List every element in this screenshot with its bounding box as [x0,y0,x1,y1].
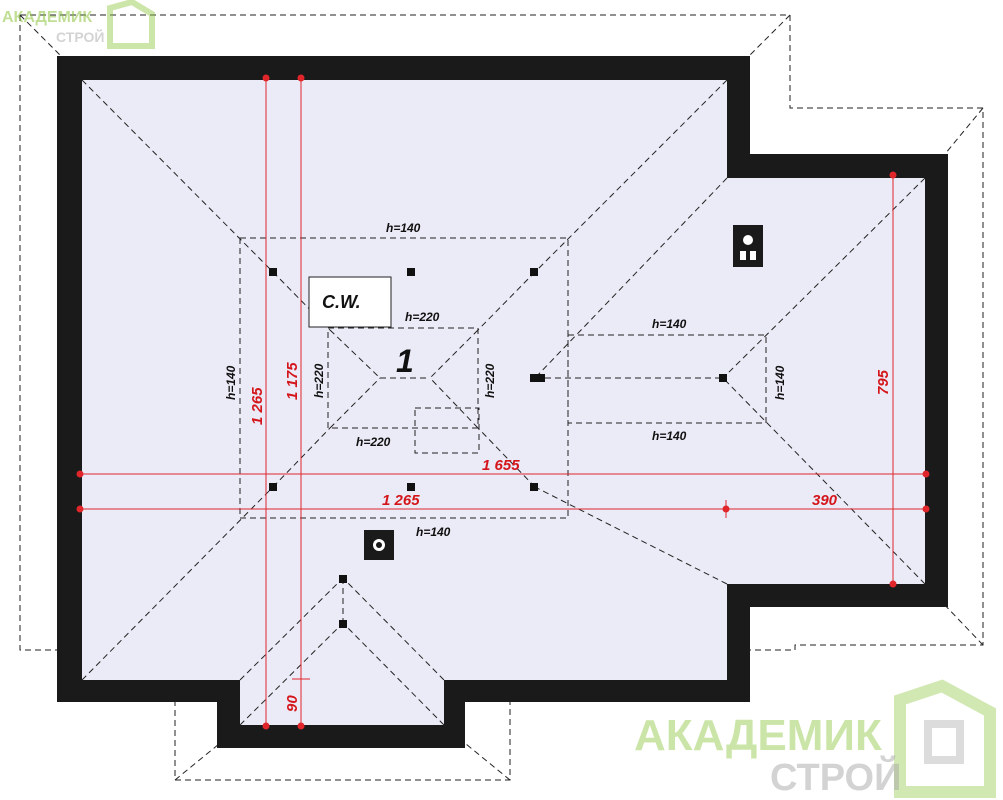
post [530,374,545,382]
rect-h140 [239,237,569,519]
height-left: h=140 [224,365,238,400]
post [339,620,347,628]
dim-total-width: 1 655 [482,457,520,474]
cw-label: C.W. [322,292,361,312]
post [530,268,538,276]
dim-porch-depth: 90 [284,695,301,712]
dim-wing-depth: 795 [875,369,892,395]
height-wing-right: h=140 [773,365,787,400]
rect-stair [414,407,480,454]
height-inner-right: h=220 [483,363,497,398]
height-inner-left: h=220 [312,363,326,398]
post [339,575,347,583]
rect-h220 [327,327,479,429]
post [269,483,277,491]
watermark-top-line1: АКАДЕМИК [2,9,92,26]
post [407,268,415,276]
post [719,374,727,382]
watermark-bottom-line2: СТРОЙ [770,754,901,799]
vent-icon [364,530,394,560]
watermark-top-line2: СТРОЙ [56,28,104,45]
post [269,268,277,276]
posts [269,268,727,628]
chimney-icon [733,225,763,267]
height-bottom: h=140 [416,525,451,539]
dim-wing-width: 390 [812,492,838,509]
cw-box [308,276,392,328]
rect-wing [567,334,767,424]
post [530,483,538,491]
dimension-lines [76,74,930,730]
dim-main-width: 1 265 [382,492,420,509]
roof-hips [81,79,926,726]
roof-surface [82,80,925,725]
dim-main-depth: 1 265 [249,387,266,425]
dim-depth-inner: 1 175 [284,362,301,400]
watermark-bottom-line1: АКАДЕМИК [634,711,882,760]
height-wing-top: h=140 [652,317,687,331]
post [407,483,415,491]
room-number: 1 [396,343,414,379]
watermark-logo-large: АКАДЕМИК СТРОЙ [634,679,996,799]
height-top: h=140 [386,221,421,235]
height-inner-bottom: h=220 [356,435,391,449]
watermark-logo-small: АКАДЕМИК СТРОЙ [2,0,155,49]
height-wing-bottom: h=140 [652,429,687,443]
height-inner-top: h=220 [405,310,440,324]
